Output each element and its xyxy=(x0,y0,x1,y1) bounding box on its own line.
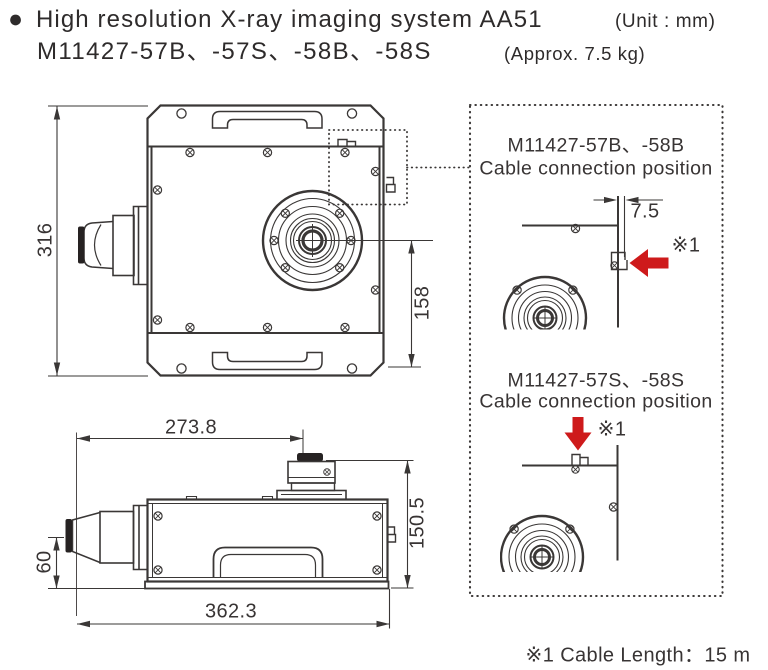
detail-bottom-drawing xyxy=(500,417,619,572)
dim-316 xyxy=(48,105,148,377)
bottom-handle xyxy=(211,351,323,371)
weight-note: (Approx. 7.5 kg) xyxy=(504,43,646,64)
side-right-connector xyxy=(387,526,397,543)
unit-note: (Unit : mm) xyxy=(615,11,716,32)
dim-316-label: 316 xyxy=(34,222,57,258)
detail-panel-border xyxy=(468,103,724,598)
dim-60 xyxy=(48,536,145,590)
model-numbers: M11427-57B、-57S、-58B、-58S xyxy=(37,38,432,65)
side-handle xyxy=(212,546,324,578)
lens-front-view xyxy=(78,205,149,286)
cable-connector-side xyxy=(610,251,628,271)
top-handle xyxy=(211,110,323,129)
detail-bottom-models: M11427-57S、-58S xyxy=(507,369,685,392)
base-plate xyxy=(144,580,390,590)
dim-60-label: 60 xyxy=(33,550,56,574)
lens-side-view xyxy=(65,504,149,571)
bullet-icon: ● xyxy=(8,5,25,33)
detail-top-models: M11427-57B、-58B xyxy=(507,134,685,157)
cable-connector-top xyxy=(571,453,589,466)
note-ref-top: ※1 xyxy=(671,234,701,257)
front-view-drawing xyxy=(48,104,471,377)
dim-150-5 xyxy=(326,459,414,589)
page-title: High resolution X-ray imaging system AA5… xyxy=(36,6,543,33)
top-edge-connector xyxy=(337,138,357,147)
lens-tip xyxy=(78,226,85,264)
cable-length-footnote: ※1 Cable Length：15 m xyxy=(525,644,751,667)
highlight-dotted-box xyxy=(328,129,408,206)
dim-7-5-label: 7.5 xyxy=(630,200,660,223)
detail-bottom-caption: Cable connection position xyxy=(479,390,713,413)
dim-362-3 xyxy=(77,589,391,629)
dim-158-label: 158 xyxy=(411,285,434,321)
camera-cap xyxy=(297,453,323,462)
detail-top-drawing xyxy=(502,196,669,330)
side-body xyxy=(146,498,389,583)
dim-150-5-label: 150.5 xyxy=(406,496,429,550)
red-arrow-down-icon xyxy=(564,417,592,451)
mounting-flange xyxy=(261,189,433,292)
lens-tip-side xyxy=(65,519,72,553)
camera-unit xyxy=(276,429,347,501)
red-arrow-left-icon xyxy=(629,249,669,277)
front-plate xyxy=(146,104,385,377)
right-edge-connector xyxy=(385,176,396,193)
dim-362-3-label: 362.3 xyxy=(204,600,258,623)
note-ref-bottom: ※1 xyxy=(597,418,627,441)
dim-273-8-label: 273.8 xyxy=(164,416,218,439)
side-view-drawing xyxy=(48,429,414,629)
dim-158 xyxy=(388,240,421,368)
detail-top-caption: Cable connection position xyxy=(479,157,713,180)
dim-273-8 xyxy=(76,432,303,616)
